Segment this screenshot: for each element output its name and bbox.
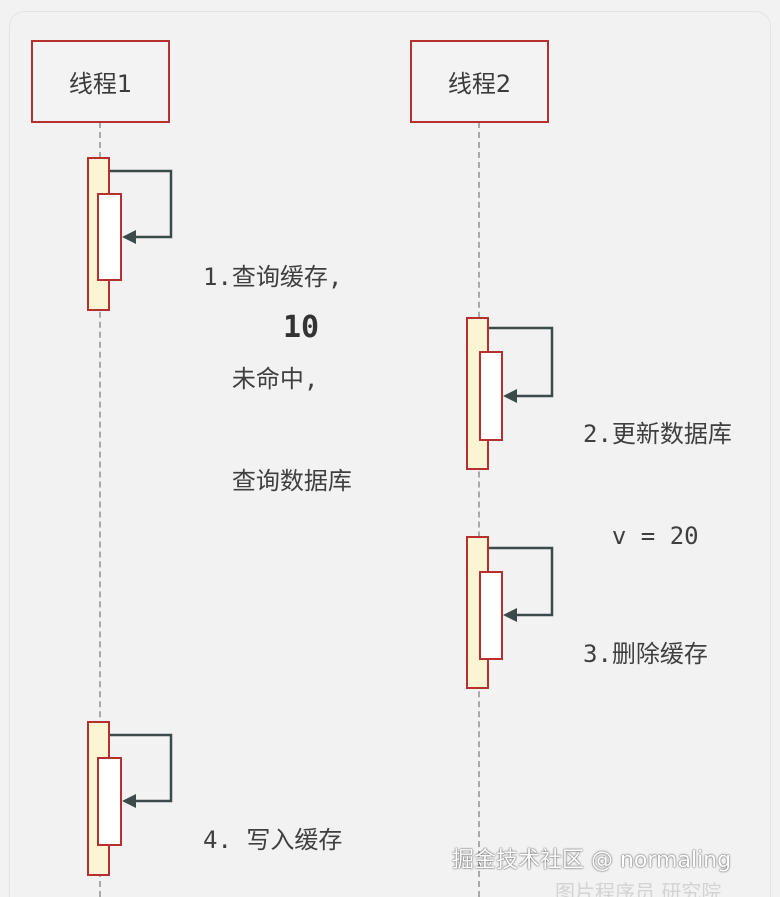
step3-line1: 3.删除缓存 xyxy=(583,640,708,668)
step3-label: 3.删除缓存 xyxy=(583,569,708,739)
watermark-faint: 图片程序员 研究院 xyxy=(555,880,722,897)
step1-line1: 1.查询缓存, xyxy=(203,263,343,291)
lifeline-thread1 xyxy=(99,122,101,897)
diagram-frame xyxy=(10,12,770,897)
participant-thread1-label: 线程1 xyxy=(68,70,133,98)
participant-thread2: 线程2 xyxy=(410,40,549,123)
step1-value: 10 xyxy=(283,310,320,345)
arrowhead-step1 xyxy=(122,230,136,244)
activation-step1-inner xyxy=(97,193,122,281)
lifeline-thread2 xyxy=(478,122,480,897)
step4-label: 4. 写入缓存 xyxy=(203,755,342,897)
self-message-arrow-step3 xyxy=(489,546,554,617)
participant-thread1: 线程1 xyxy=(31,40,170,123)
self-message-arrow-step1 xyxy=(110,169,173,239)
activation-step3-inner xyxy=(479,571,503,660)
step4-line1: 4. 写入缓存 xyxy=(203,826,343,854)
step2-label: 2.更新数据库 v = 20 xyxy=(583,349,732,621)
arrowhead-step2 xyxy=(503,389,517,403)
self-message-arrow-step2 xyxy=(489,326,554,398)
step2-line2: v = 20 xyxy=(583,522,699,550)
arrowhead-step4 xyxy=(122,794,136,808)
step1-label: 1.查询缓存, 未命中, 查询数据库 xyxy=(203,192,352,566)
step2-line1: 2.更新数据库 xyxy=(583,420,732,448)
watermark: 掘金技术社区 @ normaling xyxy=(452,848,732,873)
activation-step4-inner xyxy=(97,757,122,846)
step1-line2: 未命中, xyxy=(203,365,319,393)
step1-line3: 查询数据库 xyxy=(203,467,352,495)
activation-step2-inner xyxy=(479,351,503,441)
self-message-arrow-step4 xyxy=(110,733,173,803)
arrowhead-step3 xyxy=(503,608,517,622)
participant-thread2-label: 线程2 xyxy=(447,70,512,98)
